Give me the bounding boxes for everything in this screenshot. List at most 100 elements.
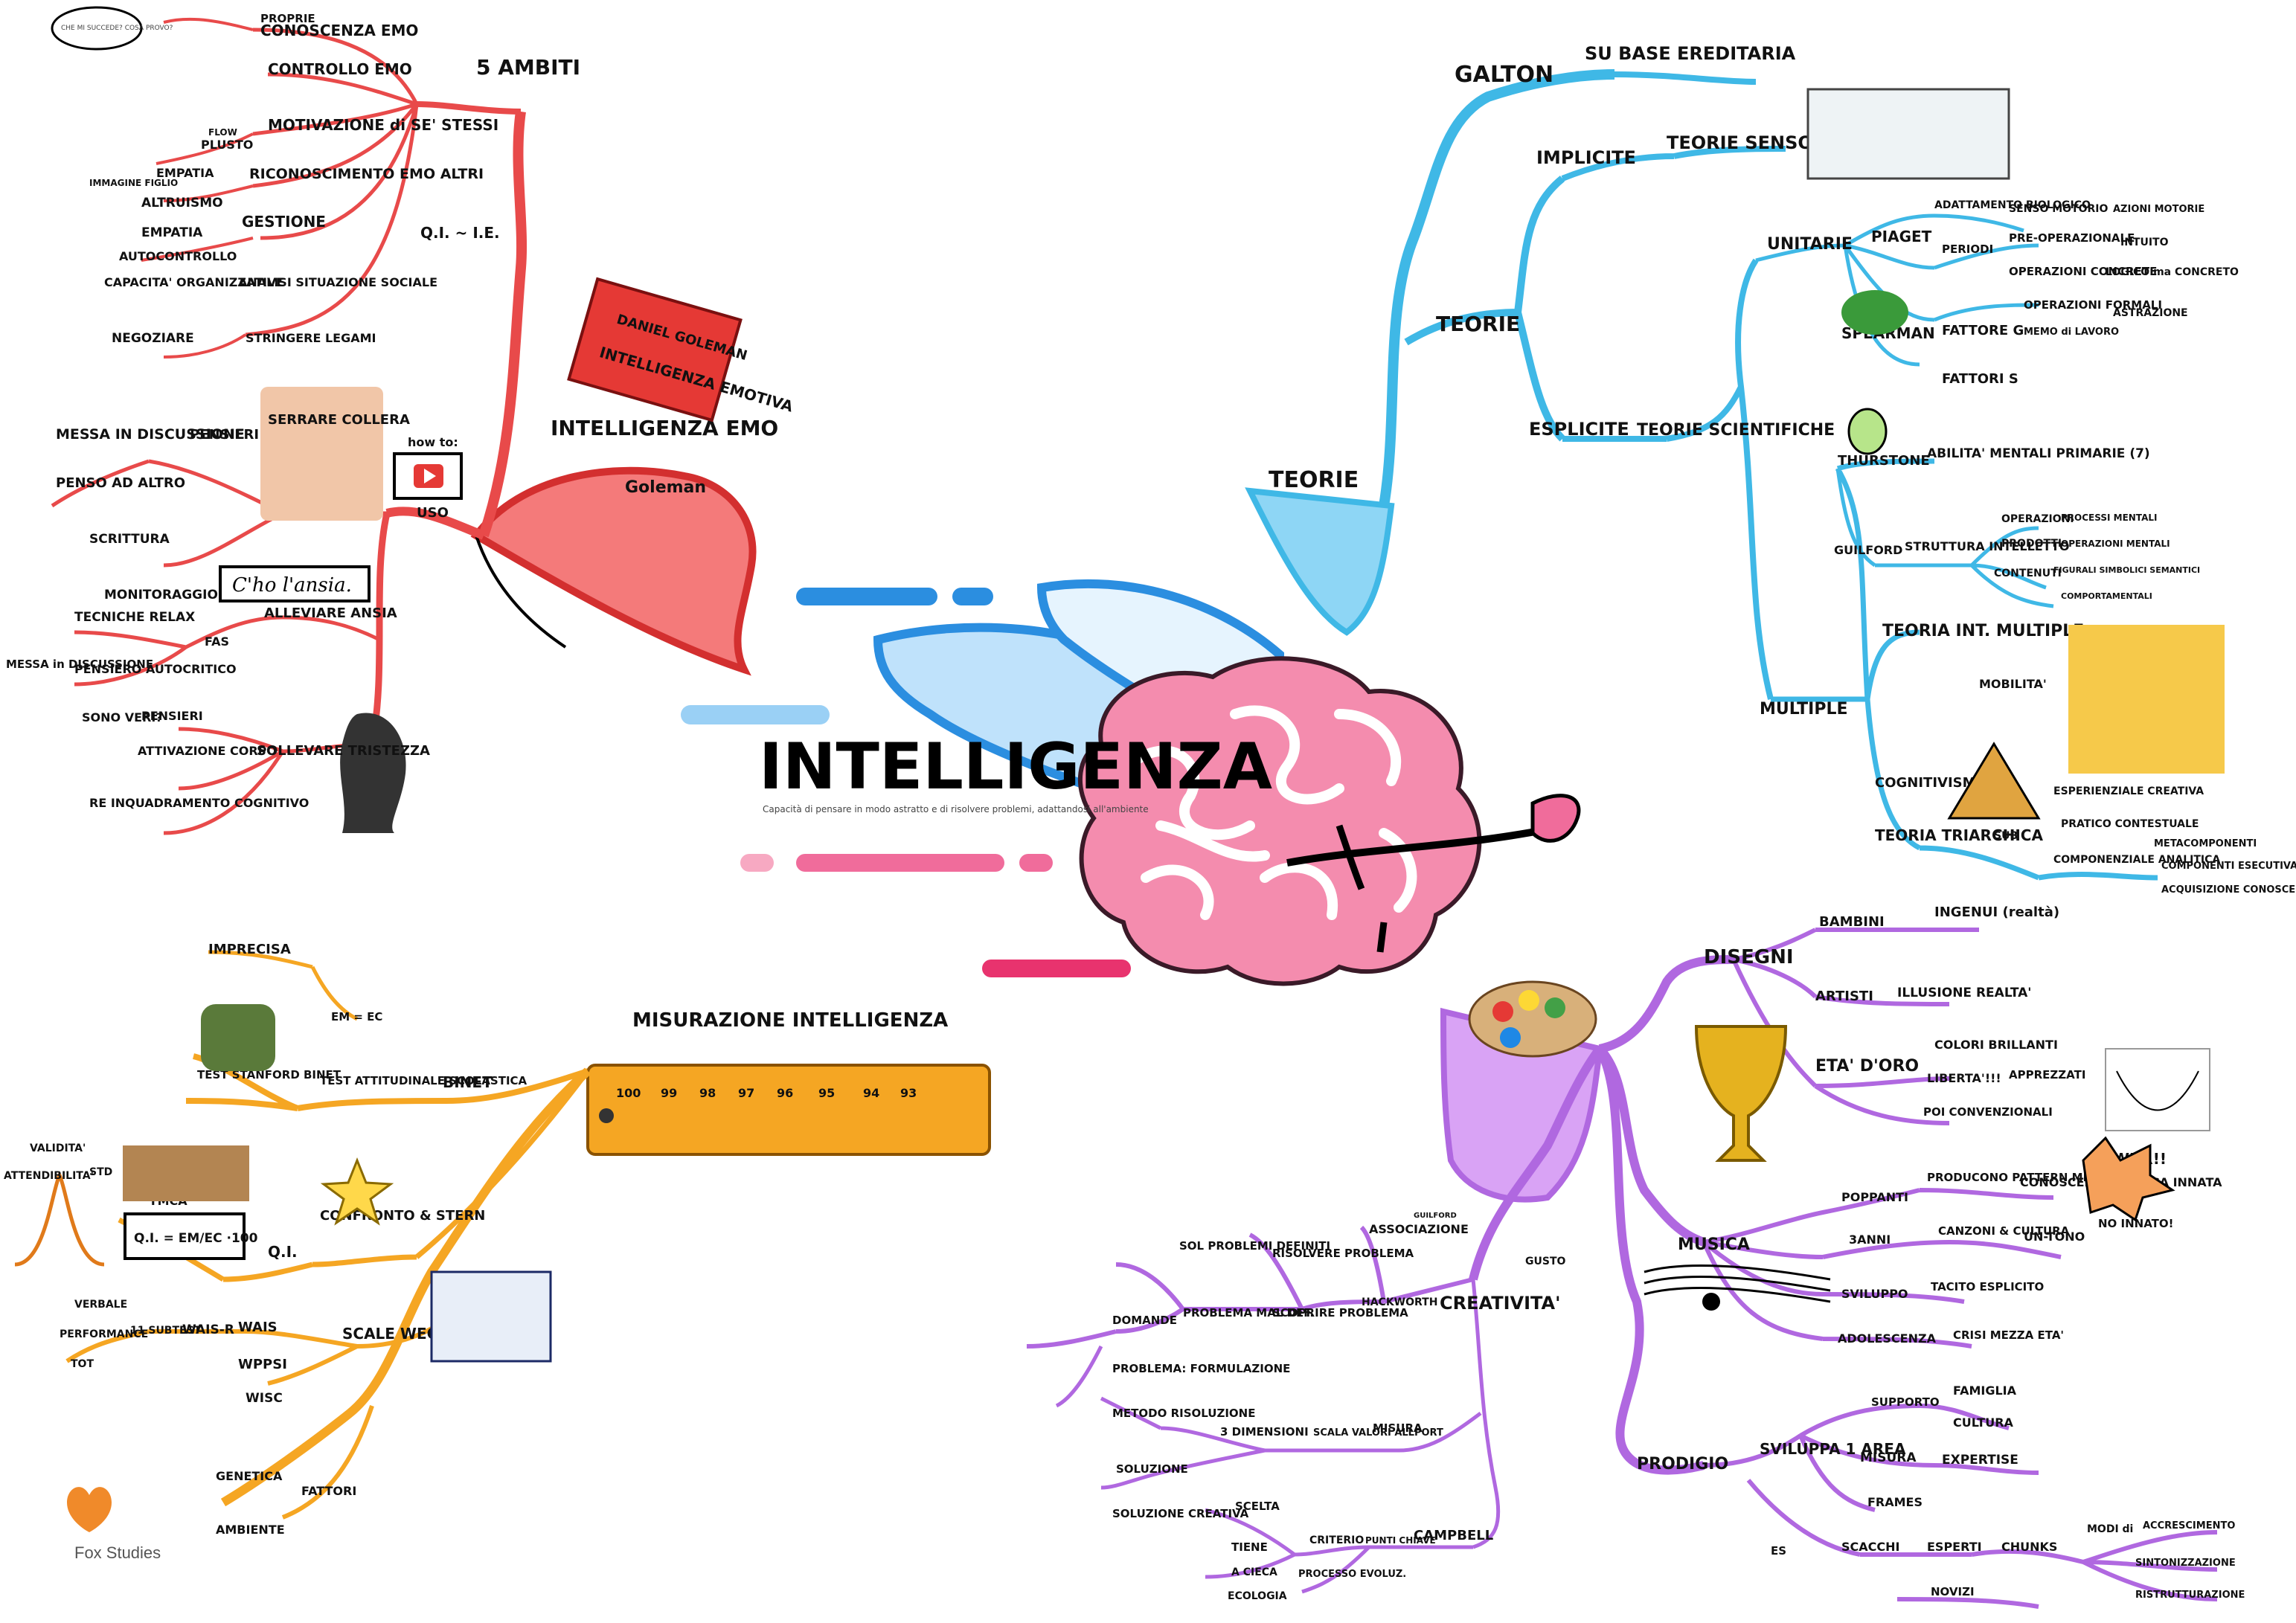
label-fattori-s: FATTORI S (1942, 371, 2018, 387)
label-teorie: TEORIE (1436, 312, 1520, 336)
label-punti: PUNTI CHIAVE (1365, 1535, 1436, 1546)
label-std: STD (89, 1166, 112, 1178)
speed-line (740, 854, 774, 872)
label-messa-disc: MESSA IN DISCUSSIONE (56, 426, 245, 443)
label-comportamentali: COMPORTAMENTALI (2061, 591, 2152, 601)
label-crisi: CRISI MEZZA ETA' (1953, 1328, 2064, 1342)
label-risolvere: RISOLVERE PROBLEMA (1272, 1247, 1414, 1260)
label-criterio: CRITERIO (1309, 1534, 1364, 1546)
branch-stem (478, 111, 527, 538)
music-staff (1644, 1264, 1831, 1303)
label-performance: PERFORMANCE (60, 1328, 148, 1340)
label-flow: FLOW (208, 127, 237, 138)
label-apprezzati: APPREZZATI (2009, 1068, 2085, 1082)
label-monitoraggio: MONITORAGGIO (104, 588, 218, 602)
label-acquisizione: ACQUISIZIONE CONOSCENZE (2161, 884, 2296, 896)
label-capacita: CAPACITA' ORGANIZZATIVE (104, 275, 284, 289)
label-canzoni: CANZONI & CULTURA (1938, 1224, 2070, 1238)
label-messa-in: MESSA in DISCUSSIONE (6, 658, 153, 671)
label-senso-motorio: SENSO MOTORIO (2009, 203, 2108, 215)
soldier-illustration (201, 1004, 275, 1071)
ruler-tick: 98 (699, 1086, 716, 1100)
label-esperienziale: ESPERIENZIALE CREATIVA (2053, 785, 2204, 797)
label-implicite: IMPLICITE (1536, 147, 1636, 168)
label-pensieri: PENSIERI (190, 427, 259, 443)
label-reinquadramento: RE INQUADRAMENTO COGNITIVO (89, 796, 309, 810)
label-metodo: METODO RISOLUZIONE (1112, 1407, 1255, 1420)
triarchic-triangle-icon (1947, 742, 2041, 820)
ymca-photo (123, 1145, 249, 1201)
label-untono: UN-TONO (2024, 1230, 2085, 1244)
label-sollevare: SOLLEVARE TRISTEZZA (257, 743, 430, 759)
label-thurstone: THURSTONE (1838, 453, 1930, 469)
label-expertise: EXPERTISE (1942, 1453, 2018, 1468)
label-piaget: PIAGET (1871, 228, 1932, 245)
label-galton-sub: SU BASE EREDITARIA (1585, 43, 1796, 64)
label-periodi: PERIODI (1942, 242, 1993, 256)
label-5-ambiti: 5 AMBITI (476, 55, 580, 80)
label-pensieri-2: PENSIERI (141, 709, 203, 723)
plant-icon (1841, 290, 1908, 335)
label-abilita: ABILITA' MENTALI PRIMARIE (7) (1927, 446, 2150, 461)
label-wisc: WISC (246, 1391, 283, 1406)
label-test-stanford: TEST STANFORD BINET (197, 1068, 341, 1082)
label-esperti: ESPERTI (1927, 1540, 1982, 1554)
ruler-tick: 93 (900, 1086, 917, 1100)
label-sub: SUB (1994, 830, 2018, 842)
label-attivazione: ATTIVAZIONE CORPO (138, 744, 277, 758)
label-gardner: TEORIA INT. MULTIPLE (1882, 622, 2084, 640)
label-esplicite: ESPLICITE (1529, 419, 1629, 440)
book-icon: DANIEL GOLEMAN INTELLIGENZA EMOTIVA (567, 277, 795, 422)
ruler-tick: 94 (863, 1086, 879, 1100)
label-prodotti: PRODOTTI (2001, 538, 2062, 550)
label-supporto: SUPPORTO (1871, 1395, 1940, 1409)
label-astrazione: ASTRAZIONE (2113, 307, 2188, 319)
label-operazioni: OPERAZIONI (2001, 513, 2074, 525)
angry-face-photo (260, 387, 383, 521)
label-binet: BINET (443, 1073, 493, 1091)
label-brand: Fox Studies (74, 1543, 161, 1562)
label-uso: USO (417, 505, 449, 521)
thinker-statue-icon (340, 713, 406, 833)
label-riconoscimento: RICONOSCIMENTO EMO ALTRI (249, 166, 484, 182)
label-ristrutturazione: RISTRUTTURAZIONE (2135, 1590, 2245, 1601)
label-scientifiche: TEORIE SCIENTIFICHE (1637, 421, 1835, 440)
label-formula: Q.I. = EM/EC ·100 (134, 1231, 258, 1246)
arrow-icon (1286, 826, 1548, 867)
label-controllo-emo: CONTROLLO EMO (268, 60, 412, 78)
label-processi: PROCESSI MENTALI (2061, 512, 2157, 523)
label-componenti: COMPONENTI ESECUTIVA (2161, 861, 2296, 872)
heart-icon (470, 466, 757, 676)
center-node: INTELLIGENZA Capacità di pensare in modo… (681, 579, 1581, 986)
label-sviluppa: SVILUPPA 1 AREA (1760, 1440, 1906, 1458)
label-stringere: STRINGERE LEGAMI (246, 331, 376, 345)
formula-box (124, 1212, 246, 1260)
label-liberta: LIBERTA'!!! (1927, 1071, 2001, 1085)
label-illusione: ILLUSIONE REALTA' (1897, 986, 2031, 1000)
label-es: ES (1771, 1544, 1786, 1558)
arrow-tail-icon (1335, 824, 1388, 953)
label-qi: Q.I. (268, 1243, 298, 1261)
ruler-icon (586, 1064, 991, 1156)
label-op-formali: OPERAZIONI FORMALI (2024, 298, 2162, 312)
branch-emotional-intelligence: 5 AMBITI INTELLIGENZA EMO Goleman Q.I. ~… (6, 6, 795, 835)
paint-cup-icon (1440, 1007, 1603, 1203)
label-cieca: A CIECA (1231, 1566, 1277, 1578)
label-guilford-c: GUILFORD (1414, 1212, 1457, 1220)
label-3anni: 3ANNI (1849, 1232, 1891, 1247)
label-verbale: VERBALE (74, 1299, 127, 1311)
branch-measurement: 100 99 98 97 96 95 94 93 MISURAZIONE INT… (4, 942, 991, 1562)
label-pensiero-auto: PENSIERO AUTOCRITICO (74, 662, 237, 676)
label-imprecisa: IMPRECISA (208, 942, 291, 957)
label-empatia-2: EMPATIA (141, 225, 203, 240)
bell-curve-icon (14, 1171, 105, 1267)
label-fas: FAS (205, 634, 229, 649)
label-goleman: Goleman (625, 478, 706, 497)
speed-line (982, 960, 1131, 977)
label-intuito: INTUITO (2120, 237, 2169, 248)
test-kit-illustration (430, 1270, 552, 1363)
label-scoprire: SCOPRIRE PROBLEMA (1272, 1306, 1408, 1320)
label-novizi: NOVIZI (1931, 1585, 1975, 1598)
label-eta-oro: ETA' D'ORO (1815, 1057, 1919, 1076)
